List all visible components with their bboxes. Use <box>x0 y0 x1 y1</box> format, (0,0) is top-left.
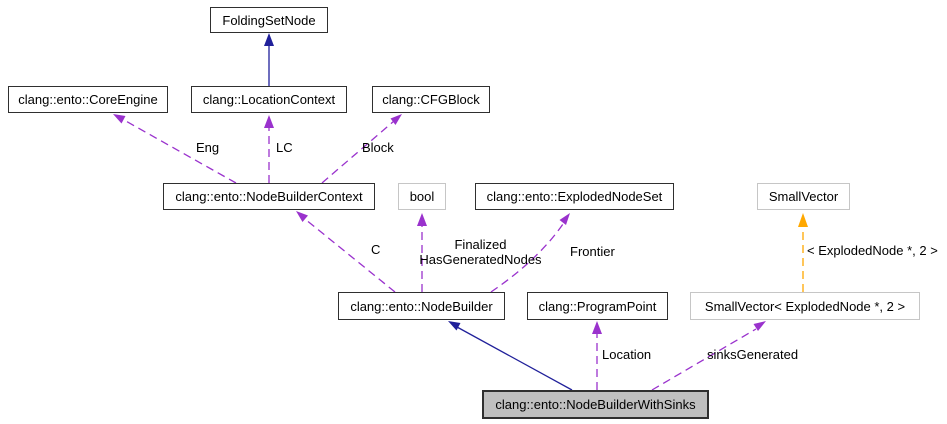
edge-label-hasgeneratednodes: HasGeneratedNodes <box>419 252 542 267</box>
node-core-engine[interactable]: clang::ento::CoreEngine <box>8 86 168 113</box>
arrowhead-usage-programpoint <box>592 321 602 334</box>
edge-usage-frontier <box>490 223 564 293</box>
edge-label-finalized-hasgeneratednodes: Finalized HasGeneratedNodes <box>408 237 553 267</box>
arrowhead-inheritance-foldingsetnode <box>264 33 274 46</box>
arrowhead-template-smallvector <box>798 213 808 227</box>
edge-usage-eng <box>123 119 237 184</box>
edge-label-block: Block <box>362 140 394 155</box>
node-exploded-node-set[interactable]: clang::ento::ExplodedNodeSet <box>475 183 674 210</box>
arrowhead-usage-smallvectorinstance <box>753 321 766 331</box>
node-folding-set-node[interactable]: FoldingSetNode <box>210 7 328 33</box>
edge-usage-block <box>321 120 395 184</box>
edge-label-eng: Eng <box>196 140 220 155</box>
arrowhead-usage-nodebuildercontext <box>296 211 308 222</box>
arrowhead-usage-explodednodeset <box>559 213 570 225</box>
edge-usage-sinksgenerated <box>651 328 757 391</box>
arrowhead-usage-coreengine <box>113 114 126 124</box>
node-node-builder-with-sinks: clang::ento::NodeBuilderWithSinks <box>482 390 709 419</box>
node-location-context[interactable]: clang::LocationContext <box>191 86 347 113</box>
node-small-vector-instance: SmallVector< ExplodedNode *, 2 > <box>690 292 920 320</box>
edge-usage-c <box>304 218 396 293</box>
edge-label-sinksgenerated: sinksGenerated <box>707 347 799 362</box>
arrowhead-usage-locationcontext <box>264 115 274 128</box>
arrowhead-usage-cfgblock <box>390 114 402 125</box>
edge-label-template-args: < ExplodedNode *, 2 > <box>807 243 938 258</box>
node-bool: bool <box>398 183 446 210</box>
edge-label-location: Location <box>602 347 652 362</box>
node-node-builder[interactable]: clang::ento::NodeBuilder <box>338 292 505 320</box>
node-program-point[interactable]: clang::ProgramPoint <box>527 292 668 320</box>
edge-inheritance-nodebuilderwithsinks-nodebuilder <box>456 326 573 391</box>
arrowhead-inheritance-nodebuilder <box>448 321 461 331</box>
node-node-builder-context[interactable]: clang::ento::NodeBuilderContext <box>163 183 375 210</box>
node-cfg-block[interactable]: clang::CFGBlock <box>372 86 490 113</box>
edge-label-frontier: Frontier <box>570 244 615 259</box>
edge-label-c: C <box>371 242 381 257</box>
arrowhead-usage-bool <box>417 213 427 226</box>
edge-label-lc: LC <box>276 140 293 155</box>
edge-label-finalized: Finalized <box>454 237 507 252</box>
node-small-vector: SmallVector <box>757 183 850 210</box>
